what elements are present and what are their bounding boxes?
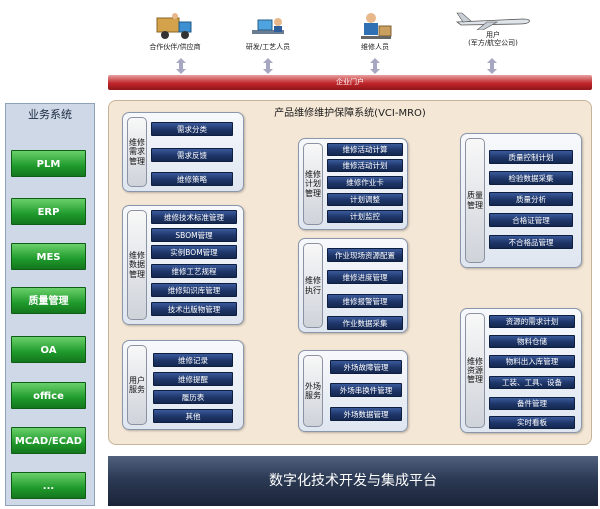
- system-erp[interactable]: ERP: [11, 198, 86, 225]
- item-maintenance-strategy[interactable]: 维修策略: [151, 172, 233, 186]
- group-data-title: 维修数据管理: [127, 210, 147, 320]
- item-activity-plan[interactable]: 维修活动计划: [327, 159, 403, 172]
- item-spare-parts[interactable]: 备件管理: [489, 397, 575, 410]
- item-field-swap[interactable]: 外场串换件管理: [330, 383, 402, 397]
- item-process-spec[interactable]: 维修工艺规程: [151, 264, 237, 278]
- actor-user: 用户 (军方/航空公司): [448, 8, 538, 48]
- enterprise-portal-bar: 企业门户: [108, 75, 592, 90]
- item-inspection-data[interactable]: 检验数据采集: [489, 171, 573, 185]
- item-plan-adjust[interactable]: 计划调整: [327, 193, 403, 206]
- item-instance-bom[interactable]: 实例BOM管理: [151, 245, 237, 259]
- arrow-maintenance-portal: [370, 58, 380, 74]
- item-quality-analysis[interactable]: 质量分析: [489, 192, 573, 206]
- item-demand-category[interactable]: 需求分类: [151, 122, 233, 136]
- item-progress[interactable]: 维修进度管理: [327, 270, 403, 284]
- item-data-collection[interactable]: 作业数据采集: [327, 316, 403, 330]
- actor-user-sublabel: (军方/航空公司): [468, 39, 518, 48]
- arrow-user-portal: [487, 58, 497, 74]
- item-site-resource[interactable]: 作业现场资源配置: [327, 248, 403, 262]
- item-field-data[interactable]: 外场数据管理: [330, 407, 402, 421]
- group-demand-title: 维修需求管理: [127, 117, 147, 187]
- item-tools-equipment[interactable]: 工装、工具、设备: [489, 376, 575, 389]
- delivery-truck-icon: [156, 13, 192, 39]
- airplane-icon: [455, 12, 530, 30]
- business-systems-title: 业务系统: [28, 108, 72, 121]
- actor-user-label: 用户: [486, 31, 500, 39]
- system-mcad-ecad[interactable]: MCAD/ECAD: [11, 427, 86, 454]
- item-tech-publication[interactable]: 技术出版物管理: [151, 302, 237, 316]
- item-work-card[interactable]: 维修作业卡: [327, 176, 403, 189]
- mechanic-icon: [361, 13, 392, 39]
- item-material-storage[interactable]: 物料仓储: [489, 335, 575, 348]
- system-office[interactable]: office: [11, 382, 86, 409]
- system-oa[interactable]: OA: [11, 336, 86, 363]
- group-quality-title: 质量管理: [465, 138, 485, 263]
- group-field-title: 外场服务: [303, 355, 323, 427]
- item-quality-plan[interactable]: 质量控制计划: [489, 150, 573, 164]
- item-tech-standard[interactable]: 维修技术标准管理: [151, 210, 237, 224]
- arrow-partner-portal: [176, 58, 186, 74]
- system-plm[interactable]: PLM: [11, 150, 86, 177]
- group-plan-title: 维修计划管理: [303, 143, 323, 225]
- integration-platform-bar: 数字化技术开发与集成平台: [108, 456, 598, 506]
- actor-rd: 研发/工艺人员: [233, 14, 303, 51]
- actor-maintenance: 维修人员: [345, 12, 405, 51]
- item-demand-feedback[interactable]: 需求反馈: [151, 148, 233, 162]
- item-material-inout[interactable]: 物料出入库管理: [489, 355, 575, 368]
- item-other[interactable]: 其他: [153, 409, 233, 423]
- item-knowledge-base[interactable]: 维修知识库管理: [151, 283, 237, 297]
- item-sbom[interactable]: SBOM管理: [151, 228, 237, 242]
- system-more[interactable]: ...: [11, 472, 86, 499]
- item-maintenance-record[interactable]: 维修记录: [153, 353, 233, 367]
- item-history-record[interactable]: 履历表: [153, 390, 233, 404]
- actor-partner-label: 合作伙伴/供应商: [149, 43, 201, 51]
- engineer-desk-icon: [252, 18, 284, 34]
- item-alarm[interactable]: 维修报警管理: [327, 294, 403, 308]
- system-quality[interactable]: 质量管理: [11, 287, 86, 314]
- item-realtime-board[interactable]: 实时看板: [489, 416, 575, 429]
- actor-rd-label: 研发/工艺人员: [245, 43, 291, 51]
- item-nonconforming[interactable]: 不合格品管理: [489, 235, 573, 249]
- item-plan-monitor[interactable]: 计划监控: [327, 210, 403, 223]
- group-resource-title: 维修资源管理: [465, 313, 485, 428]
- arrow-rd-portal: [263, 58, 273, 74]
- item-activity-calc[interactable]: 维修活动计算: [327, 143, 403, 156]
- actor-partner: 合作伙伴/供应商: [135, 12, 215, 51]
- item-resource-demand[interactable]: 资源的需求计划: [489, 315, 575, 328]
- actor-maintenance-label: 维修人员: [361, 43, 389, 51]
- item-field-fault[interactable]: 外场故障管理: [330, 360, 402, 374]
- group-service-title: 用户服务: [127, 345, 147, 425]
- item-maintenance-reminder[interactable]: 维修提醒: [153, 372, 233, 386]
- main-system-title: 产品维修维护保障系统(VCI-MRO): [274, 108, 426, 119]
- item-certificate[interactable]: 合格证管理: [489, 213, 573, 227]
- system-mes[interactable]: MES: [11, 243, 86, 270]
- group-exec-title: 维修执行: [303, 243, 323, 328]
